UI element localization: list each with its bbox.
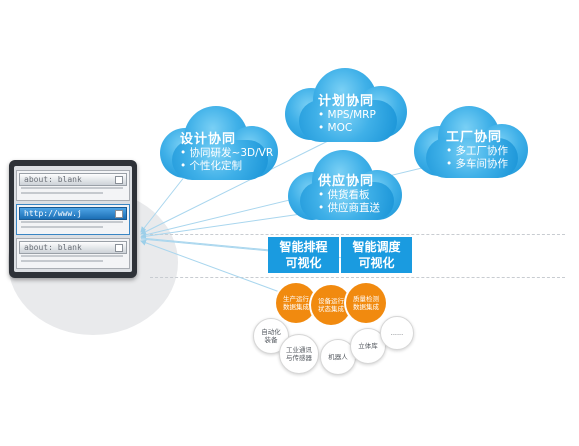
address-bar-3: about: blank [19,241,127,254]
circle-industrial-comm: 工业通讯与传感器 [279,334,319,374]
monitor-screen: about: blank http://www.j about: blank [14,166,132,272]
cloud-factory-collaboration: 工厂协同 • 多工厂协作 • 多车间协作 [414,104,530,180]
cloud-item: • 多车间协作 [446,158,509,170]
cloud-title: 计划协同 [318,94,375,109]
circle-production-data: 生产运行数据集成 [276,283,316,323]
cloud-title: 供应协同 [318,174,375,189]
circle-line: 生产运行 [283,295,309,303]
cloud-plan-collaboration: 计划协同 • MPS/MRP • MOC [285,66,410,144]
dropdown-icon [115,176,123,184]
cloud-title: 工厂协同 [446,130,503,145]
separator-line-upper [150,234,565,235]
address-text-3: about: blank [24,243,82,252]
box-line: 智能调度 [352,240,401,254]
browser-window-3: about: blank [16,238,130,269]
cloud-item: • 协同研发~3D/VR [180,147,274,159]
box-line: 可视化 [358,256,395,270]
circle-line: 装备 [264,336,278,344]
circle-quality-data: 质量检测数据集成 [346,283,386,323]
box-smart-scheduling: 智能排程 可视化 [268,237,339,273]
dropdown-icon [115,210,123,218]
circle-line: 数据集成 [283,303,309,311]
circle-line: 自动化 [261,328,281,336]
circle-equipment-status: 设备运行状态集成 [311,285,351,325]
circle-line: 状态集成 [318,305,344,313]
circle-line: 立体库 [358,342,378,350]
cloud-design-collaboration: 设计协同 • 协同研发~3D/VR • 个性化定制 [160,104,280,182]
cloud-item: • 供应商直送 [318,202,381,214]
circle-more: ...... [380,316,414,350]
browser-window-2: http://www.j [16,204,130,235]
dropdown-icon [115,244,123,252]
address-bar-1: about: blank [19,173,127,186]
box-smart-dispatch: 智能调度 可视化 [341,237,412,273]
box-line: 智能排程 [279,240,328,254]
separator-line-lower [150,277,565,278]
circle-line: 机器人 [328,353,348,361]
cloud-item: • 个性化定制 [180,160,243,172]
monitor: about: blank http://www.j about: blank [9,160,137,278]
address-text-1: about: blank [24,175,82,184]
cloud-title: 设计协同 [180,132,237,147]
cloud-item: • 多工厂协作 [446,145,509,157]
circle-line: 工业通讯 [286,346,312,354]
circle-line: ...... [390,329,404,337]
circle-line: 质量检测 [353,295,379,303]
cloud-item: • MOC [318,122,353,134]
cloud-supply-collaboration: 供应协同 • 供货看板 • 供应商直送 [288,150,406,222]
circle-line: 设备运行 [318,297,344,305]
box-line: 可视化 [285,256,322,270]
cloud-item: • 供货看板 [318,189,370,201]
browser-window-1: about: blank [16,170,130,201]
address-text-2: http://www.j [24,209,82,218]
cloud-item: • MPS/MRP [318,109,376,121]
circle-line: 数据集成 [353,303,379,311]
circle-line: 与传感器 [286,354,312,362]
address-bar-2: http://www.j [19,207,127,220]
